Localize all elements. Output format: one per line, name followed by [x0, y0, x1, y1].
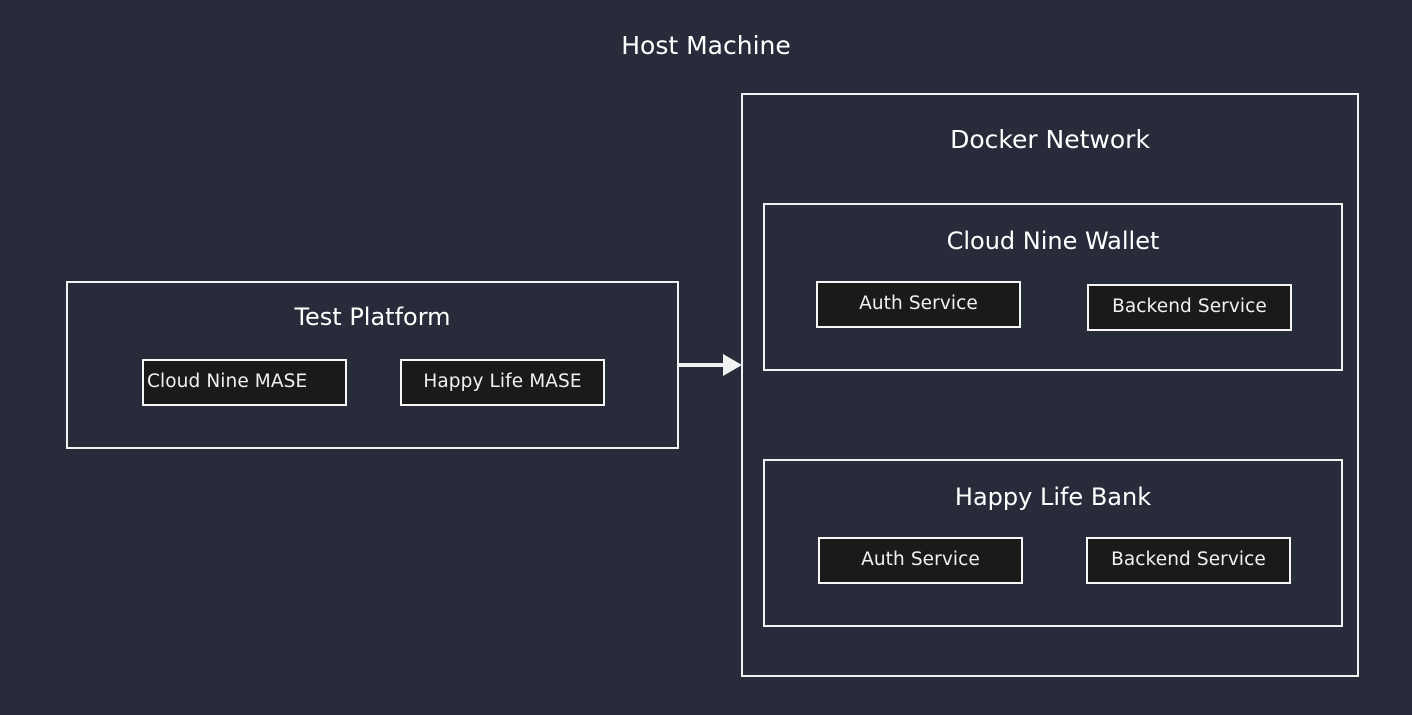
- service-box-cloud-nine-auth-service[interactable]: Auth Service: [816, 281, 1021, 328]
- docker-network-title: Docker Network: [950, 125, 1150, 154]
- service-box-cloud-nine-backend-service[interactable]: Backend Service: [1087, 284, 1292, 331]
- service-label-cloud-nine-auth-service: Auth Service: [859, 293, 978, 315]
- group-title-happy-life-bank: Happy Life Bank: [954, 483, 1152, 511]
- group-cloud-nine-wallet[interactable]: Cloud Nine Wallet Auth Service Backend S…: [763, 203, 1343, 371]
- test-platform-title: Test Platform: [294, 303, 451, 331]
- group-happy-life-bank[interactable]: Happy Life Bank Auth Service Backend Ser…: [763, 459, 1343, 627]
- service-box-happy-life-mase[interactable]: Happy Life MASE: [400, 359, 605, 406]
- docker-network-container[interactable]: Docker Network Cloud Nine Wallet Auth Se…: [741, 93, 1359, 677]
- arrow-test-platform-to-docker-network: [678, 348, 744, 382]
- service-box-happy-life-backend-service[interactable]: Backend Service: [1086, 537, 1291, 584]
- test-platform-container[interactable]: Test Platform Cloud Nine MASE Happy Life…: [66, 281, 679, 449]
- service-box-cloud-nine-mase[interactable]: Cloud Nine MASE: [142, 359, 347, 406]
- service-label-happy-life-auth-service: Auth Service: [861, 549, 980, 571]
- service-label-happy-life-backend-service: Backend Service: [1111, 549, 1266, 571]
- host-machine-title: Host Machine: [621, 31, 791, 60]
- service-box-happy-life-auth-service[interactable]: Auth Service: [818, 537, 1023, 584]
- service-label-happy-life-mase: Happy Life MASE: [423, 371, 582, 393]
- group-title-cloud-nine-wallet: Cloud Nine Wallet: [946, 227, 1160, 255]
- service-label-cloud-nine-mase: Cloud Nine MASE: [147, 371, 308, 393]
- service-label-cloud-nine-backend-service: Backend Service: [1112, 296, 1267, 318]
